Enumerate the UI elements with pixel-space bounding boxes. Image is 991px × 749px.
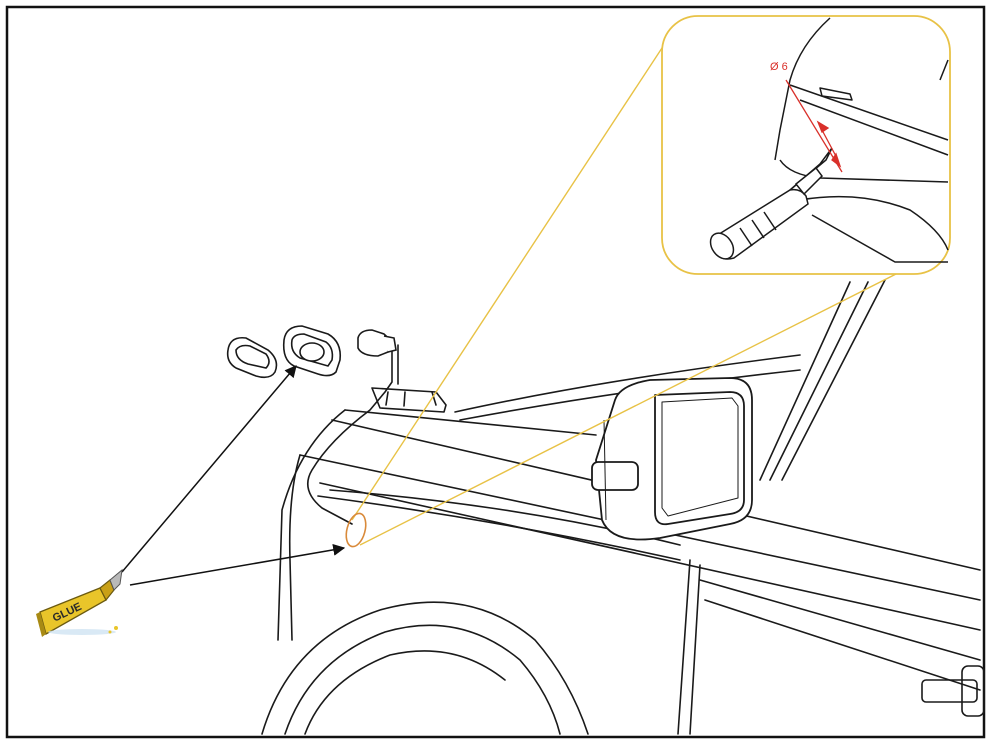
bulb-icon: [357, 329, 397, 357]
zoom-callout: Ø 6: [661, 15, 951, 275]
glue-tube-icon: GLUE: [36, 568, 123, 637]
arrow-to-drill-hole: [129, 543, 346, 586]
arrow-to-lens: [121, 365, 297, 573]
side-mirror: [591, 377, 753, 541]
callout-leader-lines: [351, 47, 901, 546]
dimension-label: Ø 6: [770, 61, 788, 73]
lens-cover-icon: [226, 336, 278, 379]
page-border: [5, 5, 986, 739]
drill-location-marker: [345, 512, 367, 548]
lens-housing-icon: [282, 325, 342, 377]
